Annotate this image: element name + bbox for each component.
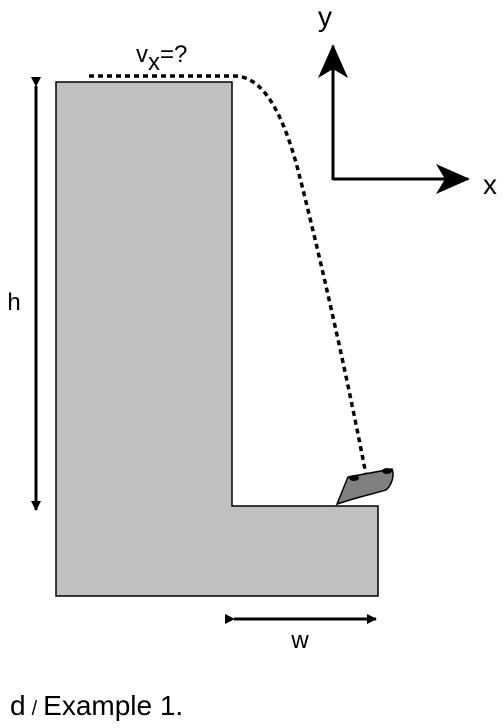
trajectory-path: [89, 74, 369, 481]
y-axis-label: y: [318, 1, 332, 32]
velocity-base: v: [136, 41, 148, 68]
car: [335, 468, 394, 506]
velocity-equals: =?: [160, 41, 187, 68]
height-label: h: [7, 289, 20, 316]
velocity-label: vx=?: [136, 41, 187, 76]
caption-letter: d: [10, 690, 26, 721]
caption-text: Example 1.: [43, 690, 184, 721]
car-wheel-front: [382, 468, 392, 474]
velocity-subscript: x: [148, 49, 160, 76]
x-axis-label: x: [483, 169, 497, 200]
car-wheel-rear: [349, 475, 359, 481]
building: [55, 81, 379, 597]
caption-separator: /: [31, 698, 38, 720]
width-label: w: [290, 627, 309, 654]
figure-caption: d/Example 1.: [10, 690, 183, 722]
